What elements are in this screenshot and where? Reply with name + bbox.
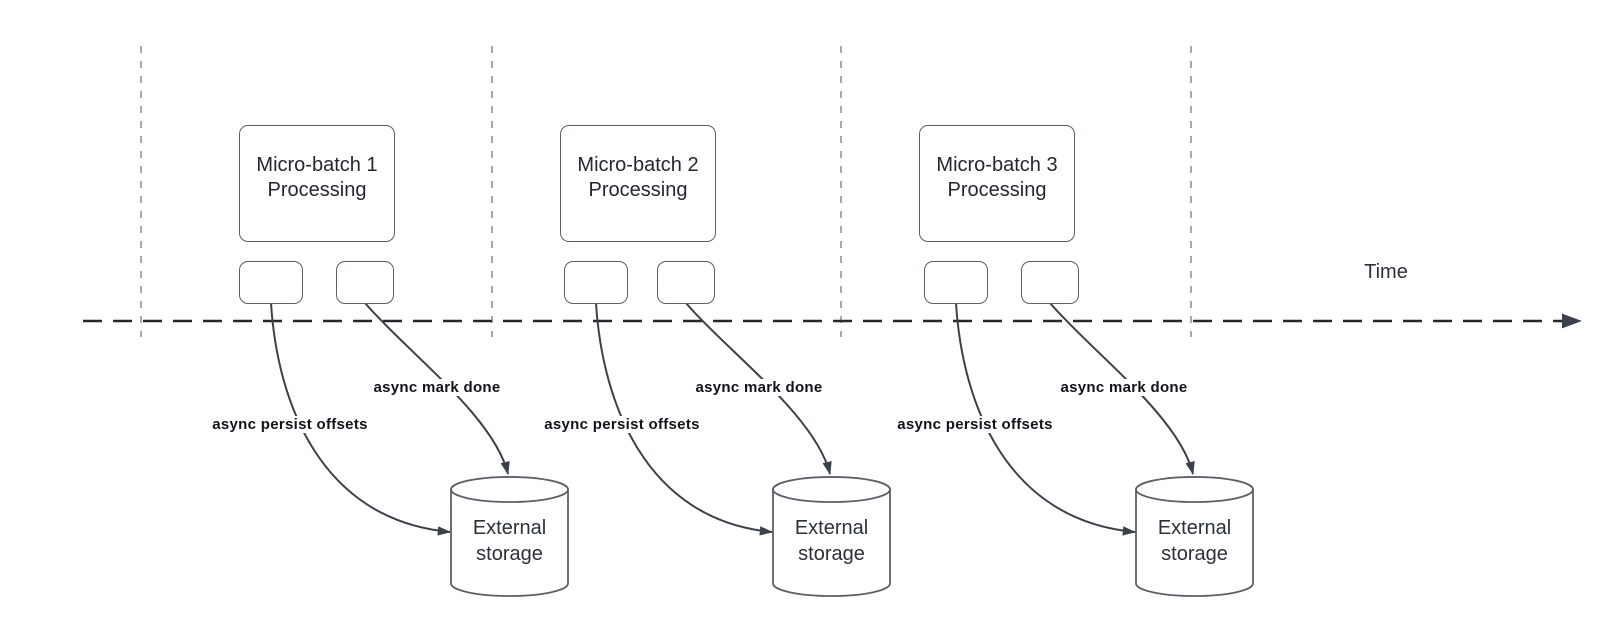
batch-3-persist-offsets-slot xyxy=(924,261,988,304)
micro-batch-3-processing-label: Micro-batch 3 Processing xyxy=(936,154,1058,201)
external-storage-label-3: External storage xyxy=(1157,517,1232,565)
micro-batch-2-processing-label: Micro-batch 2 Processing xyxy=(577,154,699,201)
mark-done-arrow-2 xyxy=(685,302,832,475)
time-axis-arrowhead xyxy=(1562,313,1582,329)
micro-batch-1-processing-box xyxy=(239,125,395,242)
persist-offsets-arrow-2 xyxy=(595,302,773,536)
external-storage-label-1: External storage xyxy=(472,517,547,565)
batch-3-mark-done-slot xyxy=(1021,261,1079,304)
mark-done-arrow-3 xyxy=(1049,302,1195,475)
external-storage-cylinder-2 xyxy=(772,476,891,597)
external-storage-cylinder-3 xyxy=(1135,476,1254,597)
batch-2-mark-done-slot xyxy=(657,261,715,304)
batch-2-persist-offsets-slot xyxy=(564,261,628,304)
batch-1-mark-done-slot xyxy=(336,261,394,304)
external-storage-cylinder-1 xyxy=(450,476,569,597)
mark-done-arrow-1 xyxy=(364,302,510,475)
micro-batch-2-processing-box xyxy=(560,125,716,242)
persist-offsets-arrow-1 xyxy=(270,302,451,536)
batch-1-persist-offsets-slot xyxy=(239,261,303,304)
time-axis-label: Time xyxy=(1364,261,1408,283)
micro-batch-1-processing-label: Micro-batch 1 Processing xyxy=(256,154,378,201)
external-storage-label-2: External storage xyxy=(794,517,869,565)
micro-batch-3-processing-box xyxy=(919,125,1075,242)
persist-offsets-arrow-3 xyxy=(955,302,1136,536)
